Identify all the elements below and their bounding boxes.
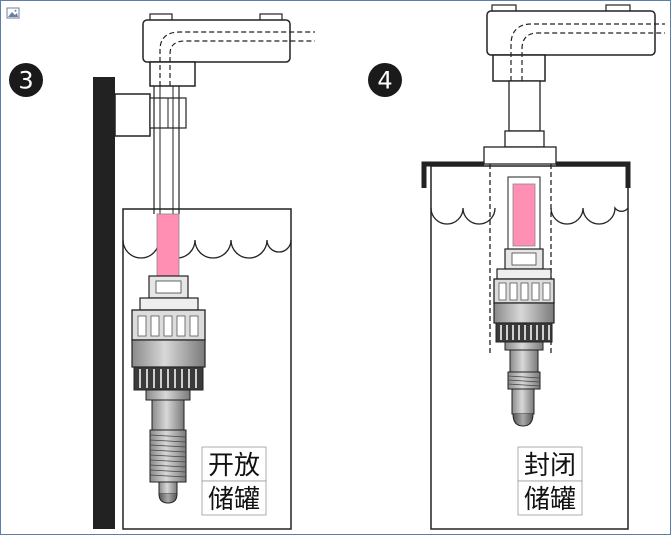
wall xyxy=(93,77,115,529)
liquid-surface xyxy=(430,205,629,225)
connector-head xyxy=(142,13,315,87)
step-number: 4 xyxy=(377,67,392,95)
connector-head xyxy=(486,4,665,82)
flange xyxy=(483,130,557,165)
sensor-window xyxy=(512,183,536,247)
sensor-window xyxy=(156,213,180,277)
panel-open-tank: 3 xyxy=(9,13,315,530)
support-tube xyxy=(153,86,180,214)
caption-line-1: 封闭 xyxy=(524,451,576,481)
panel-closed-tank: 4 xyxy=(368,4,665,530)
ph-sensor xyxy=(493,176,555,427)
caption-line-2: 储罐 xyxy=(524,485,576,515)
caption-closed-tank: 封闭 储罐 xyxy=(517,446,583,516)
caption-open-tank: 开放 储罐 xyxy=(201,446,267,516)
tank-lid xyxy=(421,161,631,188)
step-badge: 4 xyxy=(368,63,402,97)
caption-line-2: 储罐 xyxy=(208,485,260,515)
support-pipe xyxy=(508,80,541,132)
closed-tank xyxy=(430,165,629,530)
caption-line-1: 开放 xyxy=(208,451,260,481)
ph-sensor xyxy=(131,213,206,504)
step-number: 3 xyxy=(18,67,33,95)
image-icon xyxy=(6,7,20,19)
mounting-bracket xyxy=(114,93,151,137)
step-badge: 3 xyxy=(9,63,43,97)
open-tank xyxy=(122,208,292,530)
